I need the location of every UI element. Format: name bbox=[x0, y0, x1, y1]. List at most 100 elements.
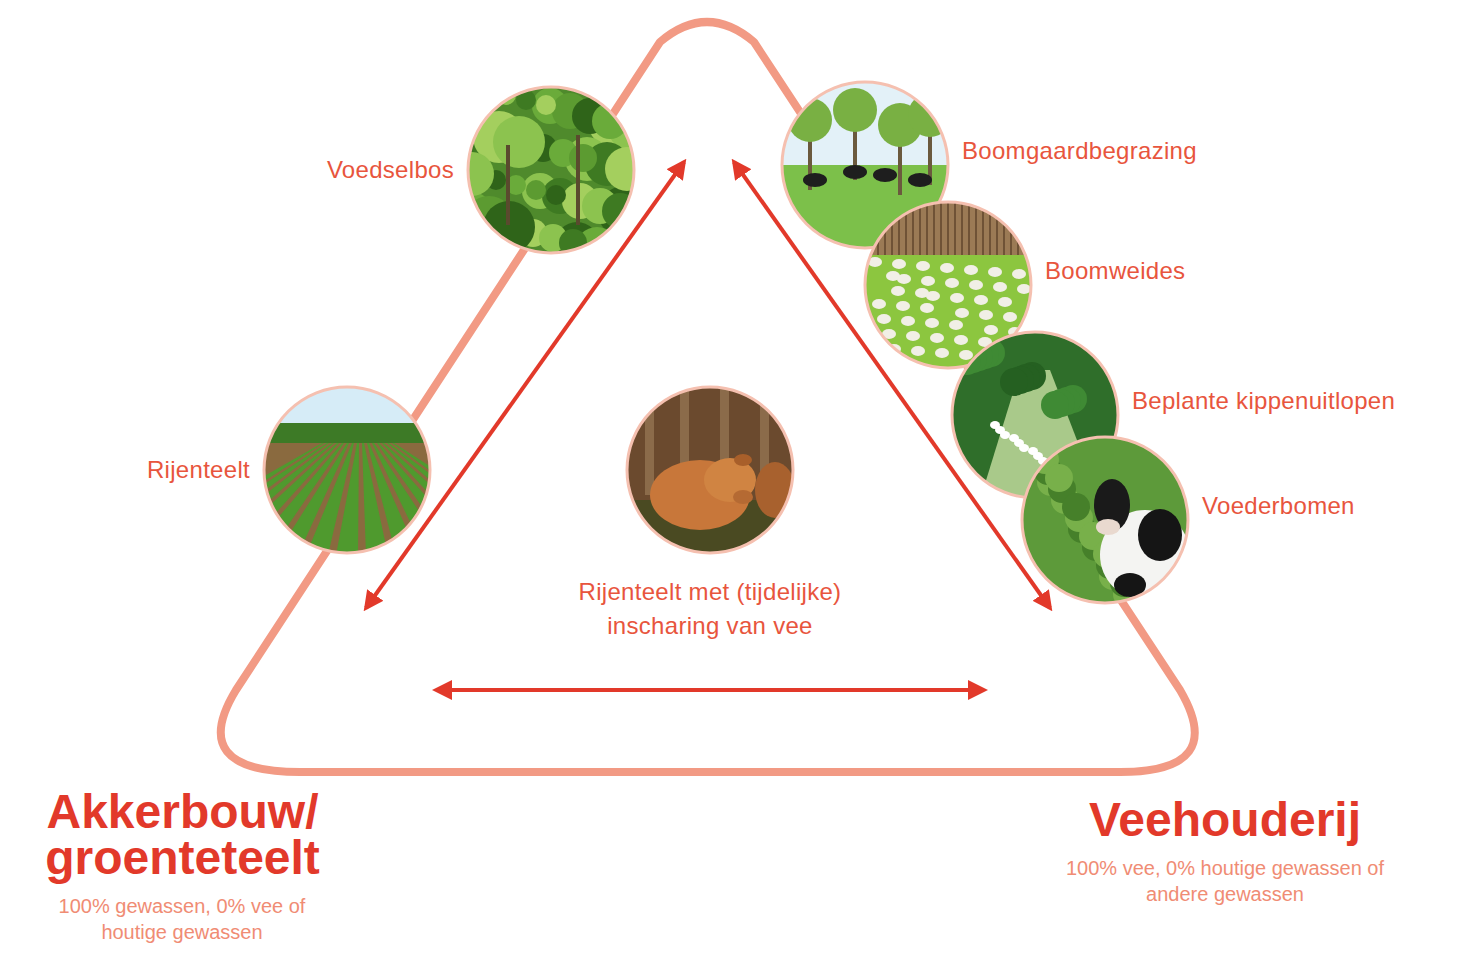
sheep bbox=[998, 297, 1012, 307]
cow-patch bbox=[1138, 509, 1182, 561]
pig-snout bbox=[733, 490, 753, 504]
tree-canopy bbox=[950, 330, 964, 344]
double-arrow bbox=[436, 688, 984, 692]
node-label: Boomgaardbegrazing bbox=[962, 134, 1197, 168]
tree-canopy bbox=[493, 116, 545, 168]
node-label: Beplante kippenuitlopen bbox=[1132, 384, 1395, 418]
cow bbox=[908, 173, 932, 187]
tree-canopy bbox=[526, 180, 546, 200]
pig bbox=[755, 462, 795, 518]
corner-title: Veehouderij bbox=[1010, 797, 1440, 843]
fence-pole bbox=[954, 200, 956, 255]
woodland bbox=[625, 385, 795, 555]
node-label: Boomweides bbox=[1045, 254, 1185, 288]
sheep bbox=[955, 308, 969, 318]
foliage bbox=[1020, 435, 1190, 605]
tree-canopy bbox=[1088, 330, 1116, 350]
photo-scene bbox=[625, 385, 795, 555]
fence-pole bbox=[870, 200, 872, 255]
fence-pole bbox=[1003, 200, 1005, 255]
tree-canopy bbox=[1000, 368, 1028, 396]
node-label: Voederbomen bbox=[1202, 489, 1355, 523]
tree-canopy bbox=[1041, 391, 1069, 419]
photo-circle: Voederbomen bbox=[1020, 435, 1190, 605]
fence-pole bbox=[933, 200, 935, 255]
photo-illustration bbox=[1020, 435, 1190, 605]
fence-pole bbox=[1017, 200, 1019, 255]
sheep bbox=[993, 282, 1007, 292]
tree-canopy bbox=[953, 347, 981, 375]
corner-title: Akkerbouw/ groenteteelt bbox=[5, 789, 360, 881]
cow bbox=[843, 165, 867, 179]
photo-circle: Rijenteelt bbox=[262, 385, 432, 555]
tree-canopy bbox=[476, 85, 496, 100]
sheep bbox=[920, 303, 934, 313]
sheep bbox=[974, 295, 988, 305]
cow-muzzle bbox=[1096, 519, 1120, 535]
photo-illustration bbox=[625, 385, 795, 555]
tree-canopy bbox=[833, 88, 877, 132]
fence-pole bbox=[940, 200, 942, 255]
sky bbox=[262, 385, 432, 445]
tree-canopy bbox=[466, 85, 476, 95]
sheep bbox=[1012, 269, 1026, 279]
tree-trunk bbox=[576, 135, 580, 225]
fence-pole bbox=[1031, 200, 1033, 255]
node-label: Rijenteelt met (tijdelijke) inscharing v… bbox=[525, 575, 895, 643]
tree-canopy bbox=[536, 95, 556, 115]
corner-subtitle: 100% vee, 0% houtige gewassen of andere … bbox=[1055, 855, 1395, 907]
sheep bbox=[892, 259, 906, 269]
tree-trunk bbox=[506, 145, 510, 225]
photo-scene bbox=[466, 85, 636, 255]
photo-scene bbox=[1020, 435, 1190, 605]
pig-ear bbox=[734, 454, 752, 466]
chicken bbox=[1019, 444, 1029, 452]
leaves bbox=[1020, 587, 1042, 605]
sheep bbox=[921, 276, 935, 286]
sheep bbox=[877, 314, 891, 324]
node-label: Voedselbos bbox=[327, 153, 454, 187]
sheep bbox=[964, 265, 978, 275]
sheep bbox=[935, 348, 949, 358]
sheep bbox=[896, 301, 910, 311]
leaves bbox=[1045, 464, 1073, 492]
sheep bbox=[901, 316, 915, 326]
tree-canopy bbox=[569, 144, 597, 172]
sheep bbox=[906, 331, 920, 341]
photo-border bbox=[627, 387, 793, 553]
photo-circle: Rijenteelt met (tijdelijke) inscharing v… bbox=[625, 385, 795, 555]
sheep bbox=[911, 346, 925, 356]
cow bbox=[873, 168, 897, 182]
sheep bbox=[959, 350, 973, 360]
photo-scene bbox=[262, 385, 432, 555]
fence-pole bbox=[891, 200, 893, 255]
sheep bbox=[988, 267, 1002, 277]
sheep bbox=[984, 325, 998, 335]
fence-pole bbox=[905, 200, 907, 255]
sheep bbox=[925, 318, 939, 328]
tree-canopy bbox=[592, 103, 628, 139]
sheep bbox=[915, 288, 929, 298]
tree-line bbox=[262, 423, 432, 445]
sheep bbox=[1017, 284, 1031, 294]
tree-canopy bbox=[602, 193, 636, 229]
photo-border bbox=[1022, 437, 1188, 603]
sheep bbox=[886, 271, 900, 281]
fence-pole bbox=[996, 200, 998, 255]
leaves bbox=[1020, 435, 1045, 456]
sheep bbox=[891, 286, 905, 296]
sheep bbox=[916, 261, 930, 271]
sheep bbox=[969, 280, 983, 290]
fence-pole bbox=[926, 200, 928, 255]
double-arrow bbox=[734, 162, 1050, 608]
crop-row bbox=[336, 443, 359, 555]
triangle-outline bbox=[221, 22, 1195, 772]
node-label: Rijenteelt bbox=[147, 453, 250, 487]
tree-canopy bbox=[615, 237, 636, 255]
tree-canopy bbox=[546, 185, 566, 205]
corner-subtitle: 100% gewassen, 0% vee of houtige gewasse… bbox=[52, 893, 312, 945]
fence-pole bbox=[961, 200, 963, 255]
sheep bbox=[945, 278, 959, 288]
photo-border bbox=[468, 87, 634, 253]
